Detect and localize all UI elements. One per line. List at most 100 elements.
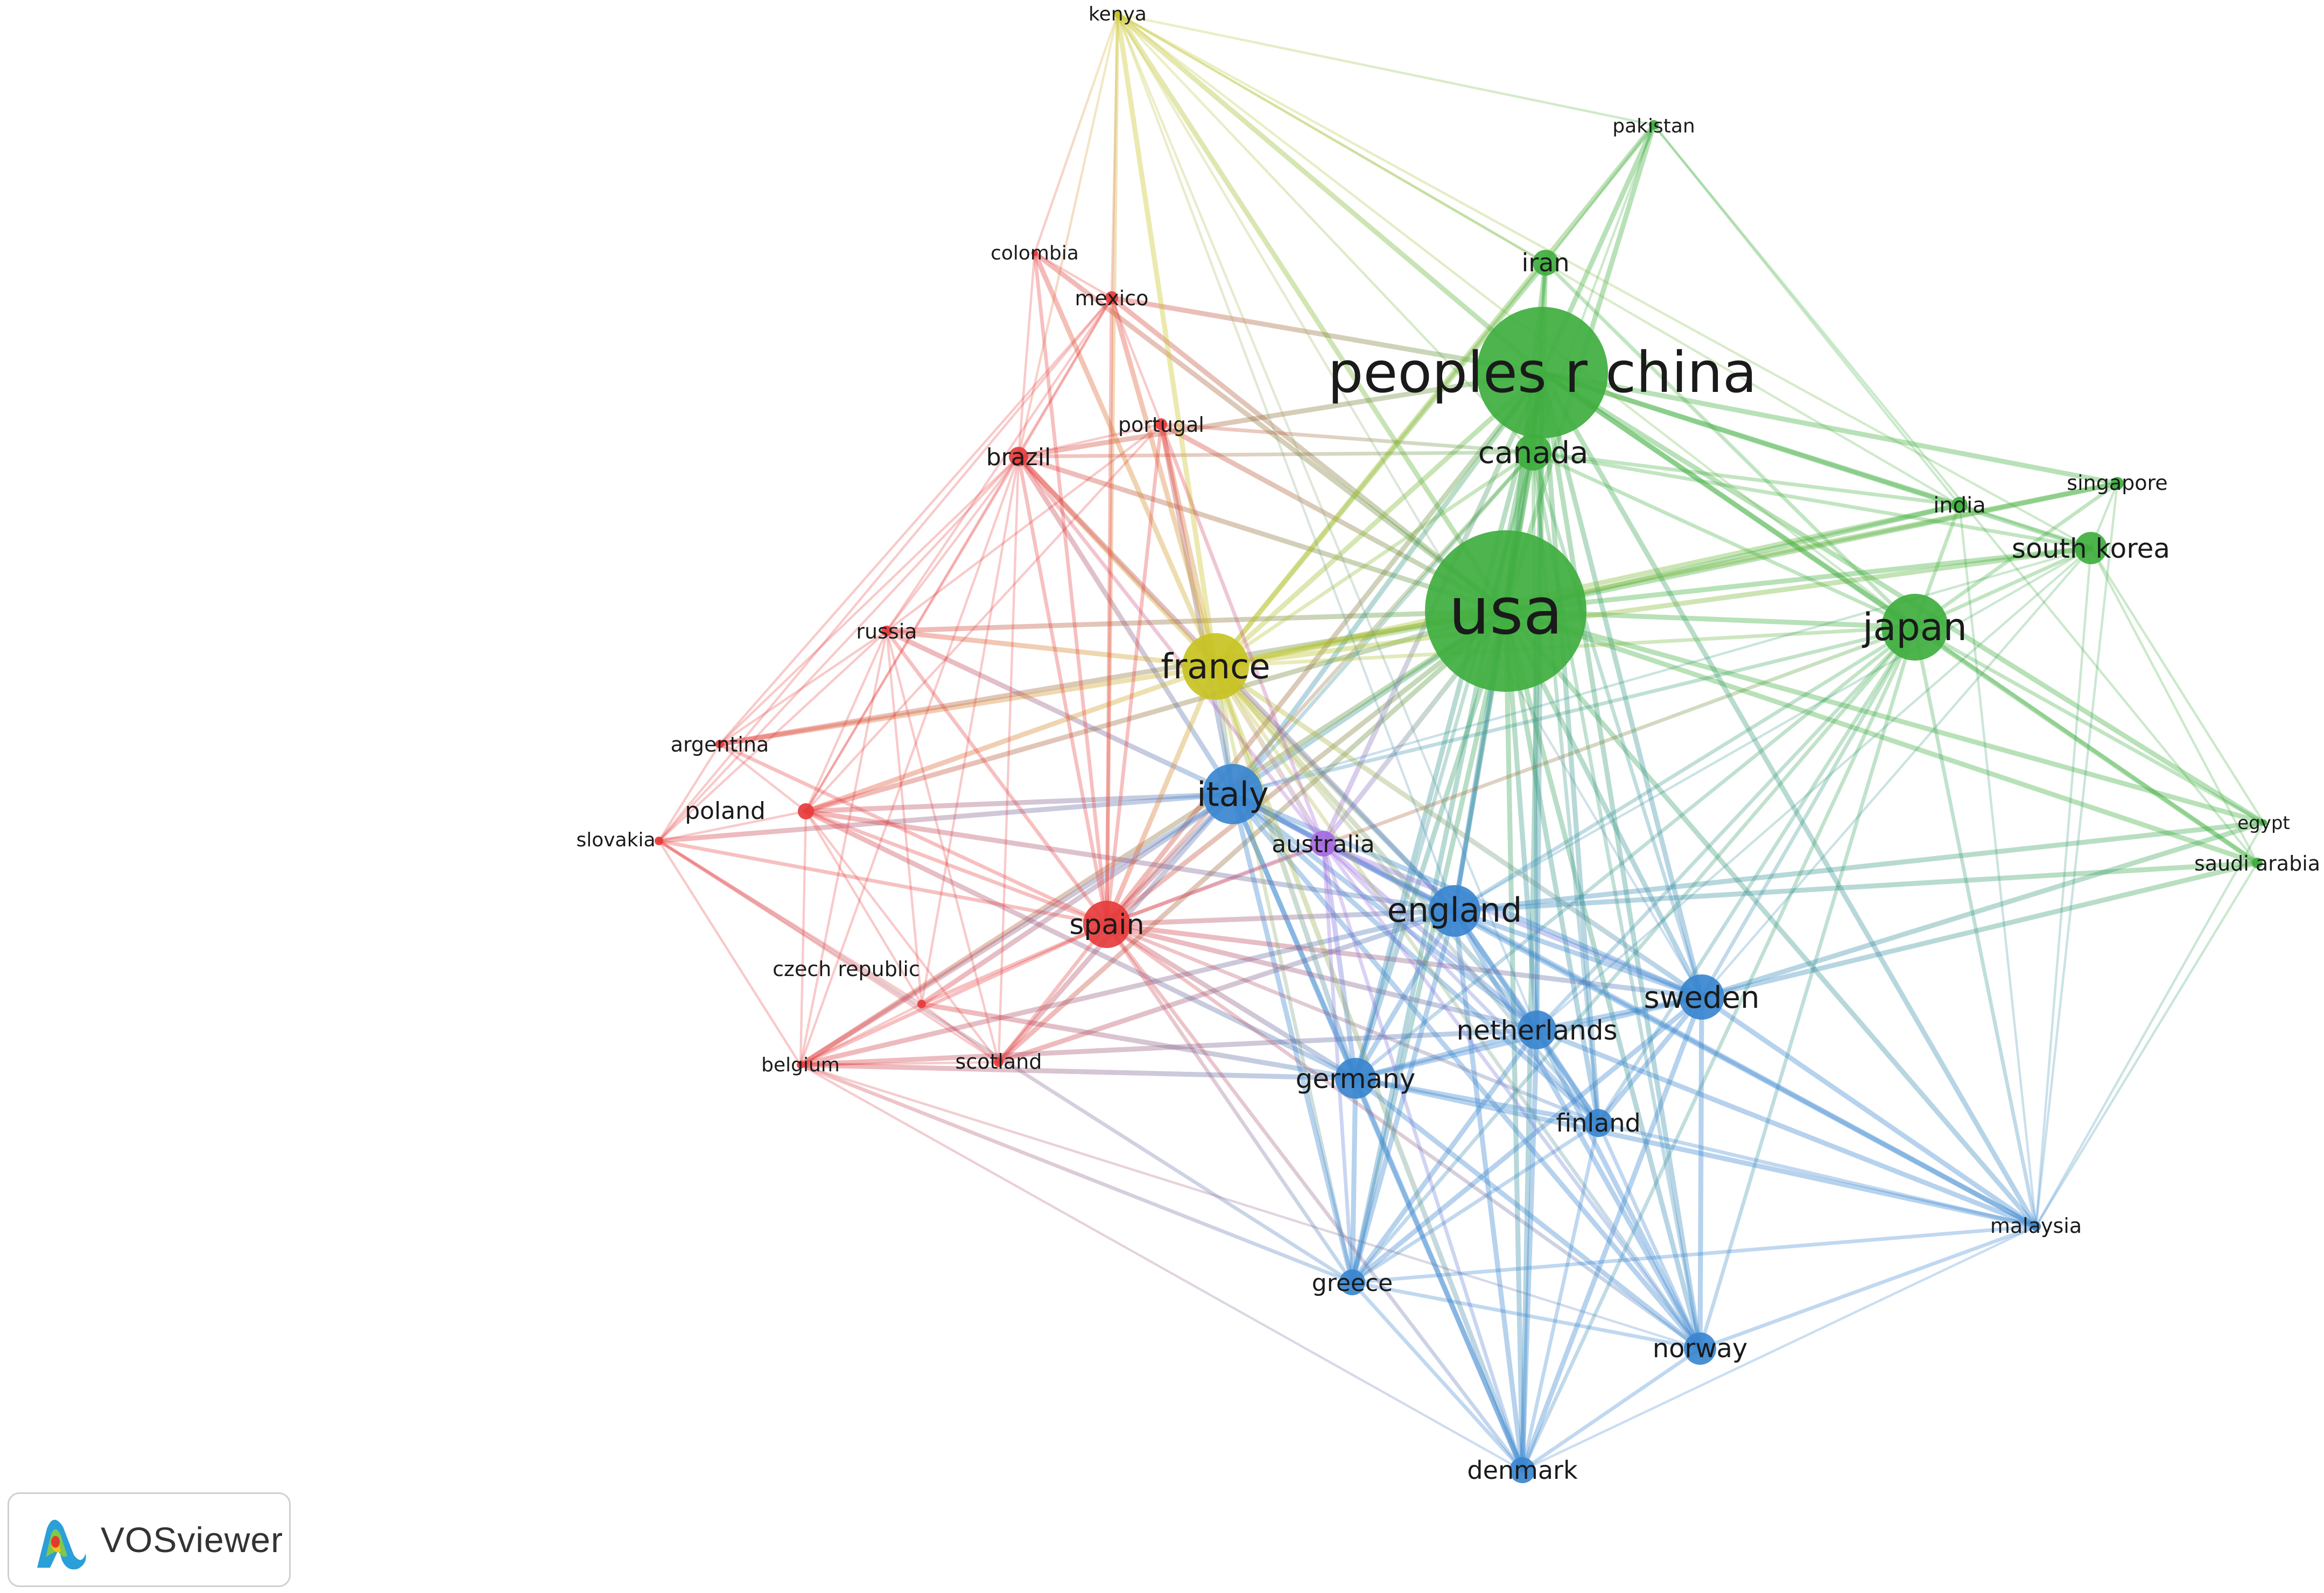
node-label-south-korea[interactable]: south korea (2012, 533, 2170, 564)
link-norway-france (1213, 664, 1702, 1351)
node-label-finland[interactable]: finland (1556, 1108, 1640, 1138)
link-japan-iran (1543, 261, 1917, 629)
link-finland-denmark (1520, 1121, 1600, 1472)
node-australia[interactable] (1310, 831, 1336, 857)
node-china[interactable] (1477, 307, 1608, 438)
node-kenya[interactable] (1114, 10, 1121, 18)
node-pakistan[interactable] (1649, 120, 1659, 130)
node-label-australia[interactable]: australia (1272, 831, 1375, 858)
node-label-czech[interactable]: czech republic (773, 957, 920, 981)
node-russia[interactable] (881, 626, 892, 636)
node-greece[interactable] (1339, 1269, 1365, 1295)
node-label-japan[interactable]: japan (1862, 605, 1967, 649)
node-label-germany[interactable]: germany (1296, 1063, 1416, 1094)
link-australia-brazil (1016, 454, 1325, 846)
node-label-iran[interactable]: iran (1521, 248, 1569, 277)
node-slovakia[interactable] (655, 837, 663, 845)
link-japan-england (1452, 625, 1917, 913)
node-france[interactable] (1182, 633, 1249, 700)
node-scotland[interactable] (994, 1057, 1003, 1067)
link-netherlands-malaysia (1534, 1027, 2039, 1229)
node-england[interactable] (1429, 885, 1480, 937)
node-label-malaysia[interactable]: malaysia (1990, 1214, 2082, 1238)
node-label-canada[interactable]: canada (1478, 436, 1589, 471)
link-brazil-slovakia (657, 455, 1020, 843)
network-nodes (655, 10, 2267, 1483)
node-japan[interactable] (1881, 594, 1948, 661)
node-label-egypt[interactable]: egypt (2237, 812, 2290, 834)
node-label-saudi-arabia[interactable]: saudi arabia (2194, 852, 2320, 875)
link-germany-australia (1321, 841, 1358, 1081)
node-label-brazil[interactable]: brazil (986, 444, 1051, 471)
node-brazil[interactable] (1009, 447, 1028, 466)
link-kenya-pakistan (1116, 12, 1655, 127)
node-singapore[interactable] (2111, 477, 2124, 490)
link-poland-belgium (799, 810, 808, 1066)
node-usa[interactable] (1425, 530, 1586, 692)
node-label-slovakia[interactable]: slovakia (576, 829, 655, 851)
node-label-sweden[interactable]: sweden (1644, 980, 1760, 1015)
node-label-norway[interactable]: norway (1653, 1334, 1748, 1364)
node-label-italy[interactable]: italy (1197, 775, 1268, 814)
node-label-portugal[interactable]: portugal (1118, 413, 1204, 437)
node-label-spain[interactable]: spain (1069, 909, 1144, 941)
node-egypt[interactable] (2260, 819, 2267, 826)
link-germany-belgium (798, 1062, 1358, 1081)
link-france-pakistan (1213, 122, 1656, 669)
node-norway[interactable] (1684, 1332, 1716, 1365)
link-south_korea-sweden (1700, 546, 2093, 999)
link-russia-slovakia (657, 629, 888, 843)
node-saudi-arabia[interactable] (2252, 858, 2263, 868)
node-label-belgium[interactable]: belgium (761, 1054, 840, 1076)
node-label-mexico[interactable]: mexico (1075, 286, 1149, 310)
node-label-china[interactable]: peoples r china (1328, 340, 1757, 405)
node-netherlands[interactable] (1518, 1010, 1556, 1049)
link-australia-finland (1321, 841, 1600, 1125)
link-canada-france (1213, 450, 1535, 669)
node-india[interactable] (1951, 497, 1968, 513)
node-south-korea[interactable] (2075, 532, 2107, 564)
node-label-poland[interactable]: poland (685, 797, 766, 825)
node-poland[interactable] (798, 803, 814, 819)
node-label-france[interactable]: france (1161, 647, 1270, 687)
node-label-pakistan[interactable]: pakistan (1612, 115, 1695, 137)
node-belgium[interactable] (797, 1061, 804, 1069)
link-italy-belgium (798, 791, 1235, 1068)
node-germany[interactable] (1335, 1058, 1376, 1099)
node-label-argentina[interactable]: argentina (671, 733, 769, 756)
node-label-colombia[interactable]: colombia (991, 242, 1079, 264)
node-label-netherlands[interactable]: netherlands (1456, 1015, 1617, 1046)
link-kenya-canada (1116, 12, 1535, 454)
node-portugal[interactable] (1155, 418, 1167, 430)
node-czech[interactable] (917, 1000, 926, 1008)
node-label-england[interactable]: england (1387, 890, 1522, 930)
node-label-russia[interactable]: russia (856, 620, 917, 643)
link-russia-portugal (885, 423, 1163, 633)
node-label-kenya[interactable]: kenya (1089, 3, 1147, 25)
node-finland[interactable] (1584, 1109, 1612, 1137)
node-italy[interactable] (1203, 764, 1263, 824)
node-sweden[interactable] (1679, 974, 1724, 1020)
node-label-denmark[interactable]: denmark (1467, 1456, 1578, 1485)
node-denmark[interactable] (1509, 1457, 1535, 1483)
link-sweden-egypt (1699, 820, 2266, 1000)
node-label-singapore[interactable]: singapore (2067, 471, 2167, 495)
link-japan-saudi_arabia (1913, 625, 2259, 865)
link-china-greece (1350, 370, 1545, 1285)
node-mexico[interactable] (1105, 291, 1118, 304)
node-label-india[interactable]: india (1933, 493, 1985, 518)
node-spain[interactable] (1083, 901, 1131, 948)
node-label-scotland[interactable]: scotland (956, 1050, 1042, 1073)
link-japan-greece (1350, 625, 1917, 1285)
node-argentina[interactable] (715, 740, 724, 748)
node-label-usa[interactable]: usa (1449, 574, 1563, 649)
node-label-greece[interactable]: greece (1312, 1269, 1393, 1297)
link-spain-brazil (1016, 454, 1109, 927)
link-sweden-france (1213, 664, 1704, 1000)
node-iran[interactable] (1533, 250, 1558, 276)
node-malaysia[interactable] (2031, 1222, 2041, 1231)
link-england-saudi_arabia (1452, 860, 2260, 914)
node-colombia[interactable] (1031, 250, 1038, 256)
node-canada[interactable] (1515, 434, 1551, 471)
